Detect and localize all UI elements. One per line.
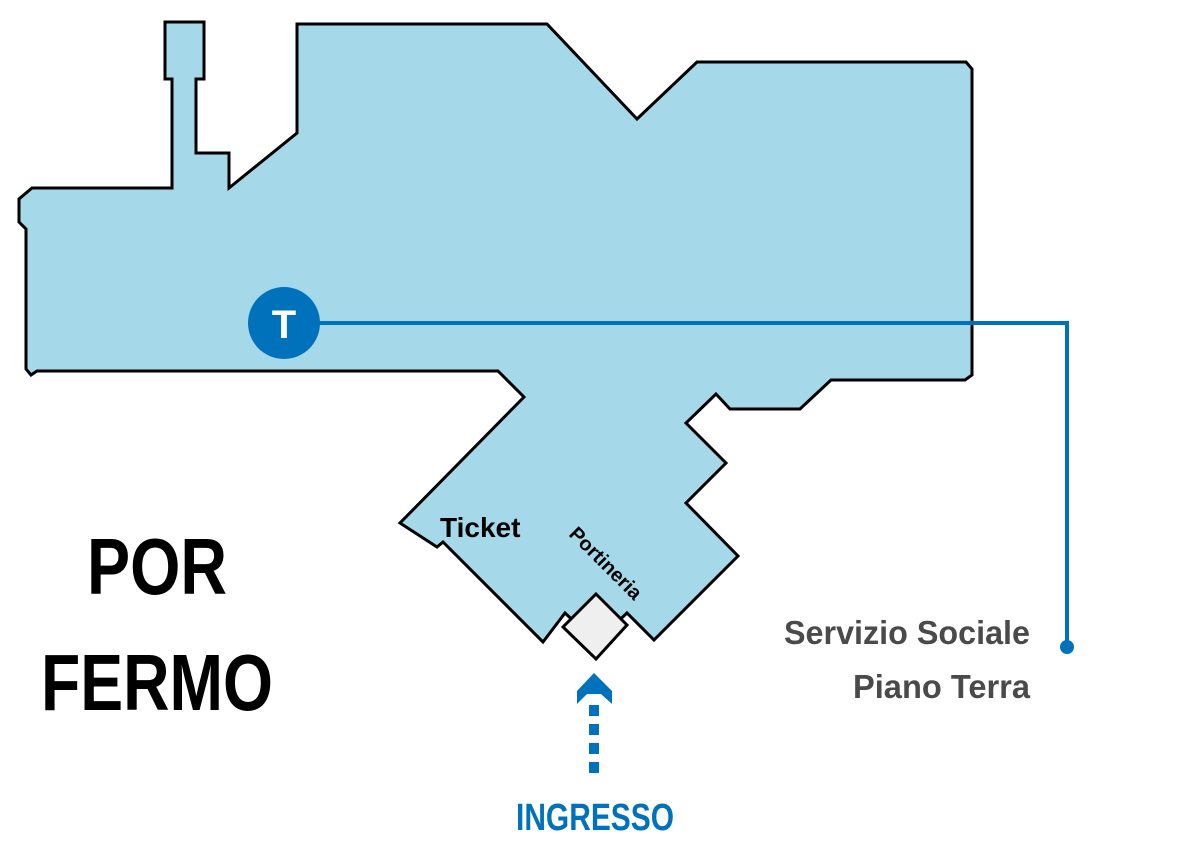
route-line: [316, 321, 1069, 647]
arrow-head: [577, 673, 612, 704]
portineria-desk: [560, 591, 630, 662]
marker-circle: [248, 287, 320, 359]
arrow-dash: [589, 724, 599, 735]
toilet-marker-icon[interactable]: T: [248, 287, 320, 359]
site-title-line1: POR: [87, 522, 227, 611]
building-outline: [17, 20, 974, 645]
destination-label-line1: Servizio Sociale: [784, 614, 1030, 651]
arrow-dash: [589, 743, 599, 754]
arrow-dash: [589, 762, 599, 773]
entrance-label: INGRESSO: [516, 797, 674, 839]
marker-letter: T: [272, 303, 296, 347]
site-title-line2: FERMO: [41, 638, 273, 727]
dashed-up-arrow-icon: [577, 673, 612, 773]
arrow-dash: [589, 705, 599, 716]
room-label-ticket: Ticket: [440, 512, 520, 543]
destination-dot: [1060, 640, 1074, 654]
destination-label-line2: Piano Terra: [853, 668, 1031, 705]
